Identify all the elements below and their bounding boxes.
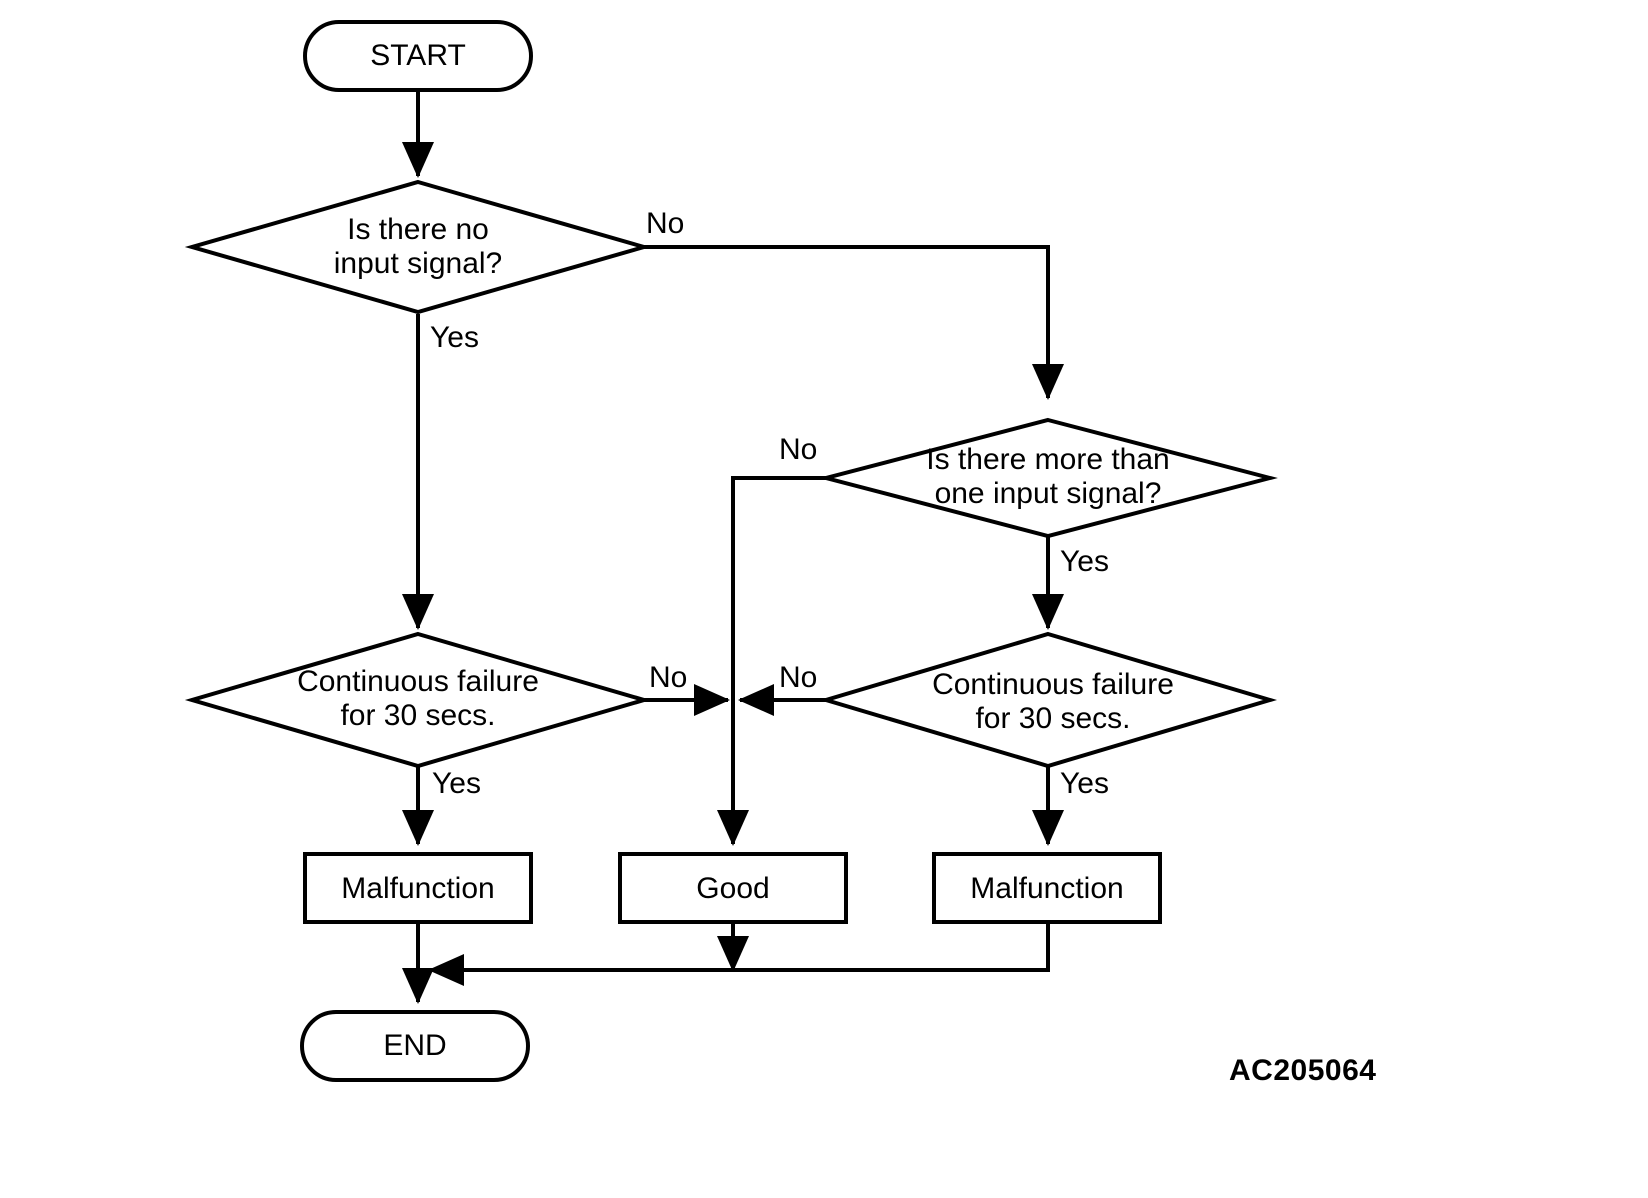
node-decision1-label-line2: input signal? xyxy=(334,247,502,280)
node-end-shape xyxy=(300,1010,530,1082)
node-start-shape xyxy=(303,20,533,92)
edge-malfunction-right-to-collector xyxy=(428,922,1050,986)
figure-code: AC205064 xyxy=(1229,1054,1376,1087)
node-decision1-shape xyxy=(184,179,652,315)
edge-label-decision4-yes: Yes xyxy=(1060,767,1109,800)
node-decision3-shape xyxy=(184,631,652,769)
edge-label-decision2-no: No xyxy=(779,433,817,466)
node-result-left-label: Malfunction xyxy=(341,872,494,905)
node-decision2-label-line2: one input signal? xyxy=(935,477,1162,510)
node-decision1-label-line1: Is there no xyxy=(347,213,489,246)
edge-label-decision2-yes: Yes xyxy=(1060,545,1109,578)
edge-label-decision3-no: No xyxy=(649,661,687,694)
node-decision3-label-line1: Continuous failure xyxy=(297,665,539,698)
node-decision2-shape xyxy=(818,417,1278,539)
node-decision4-label-line2: for 30 secs. xyxy=(975,702,1130,735)
edge-label-decision1-no: No xyxy=(646,207,684,240)
node-start-label: START xyxy=(370,39,466,72)
edge-label-decision3-yes: Yes xyxy=(432,767,481,800)
node-decision4-label-line1: Continuous failure xyxy=(932,668,1174,701)
node-result-center-shape xyxy=(618,852,848,924)
node-result-right-shape xyxy=(932,852,1162,924)
edge-label-decision1-yes: Yes xyxy=(430,321,479,354)
node-decision2-label-line1: Is there more than xyxy=(926,443,1169,476)
edge-decision1-no-to-decision2 xyxy=(644,245,1064,400)
node-end-label: END xyxy=(383,1029,446,1062)
node-result-center-label: Good xyxy=(696,872,769,905)
node-decision4-shape xyxy=(818,631,1278,769)
node-result-left-shape xyxy=(303,852,533,924)
node-result-right-label: Malfunction xyxy=(970,872,1123,905)
edge-decision2-no-to-good xyxy=(717,476,826,846)
node-decision3-label-line2: for 30 secs. xyxy=(340,699,495,732)
edge-label-decision4-no: No xyxy=(779,661,817,694)
